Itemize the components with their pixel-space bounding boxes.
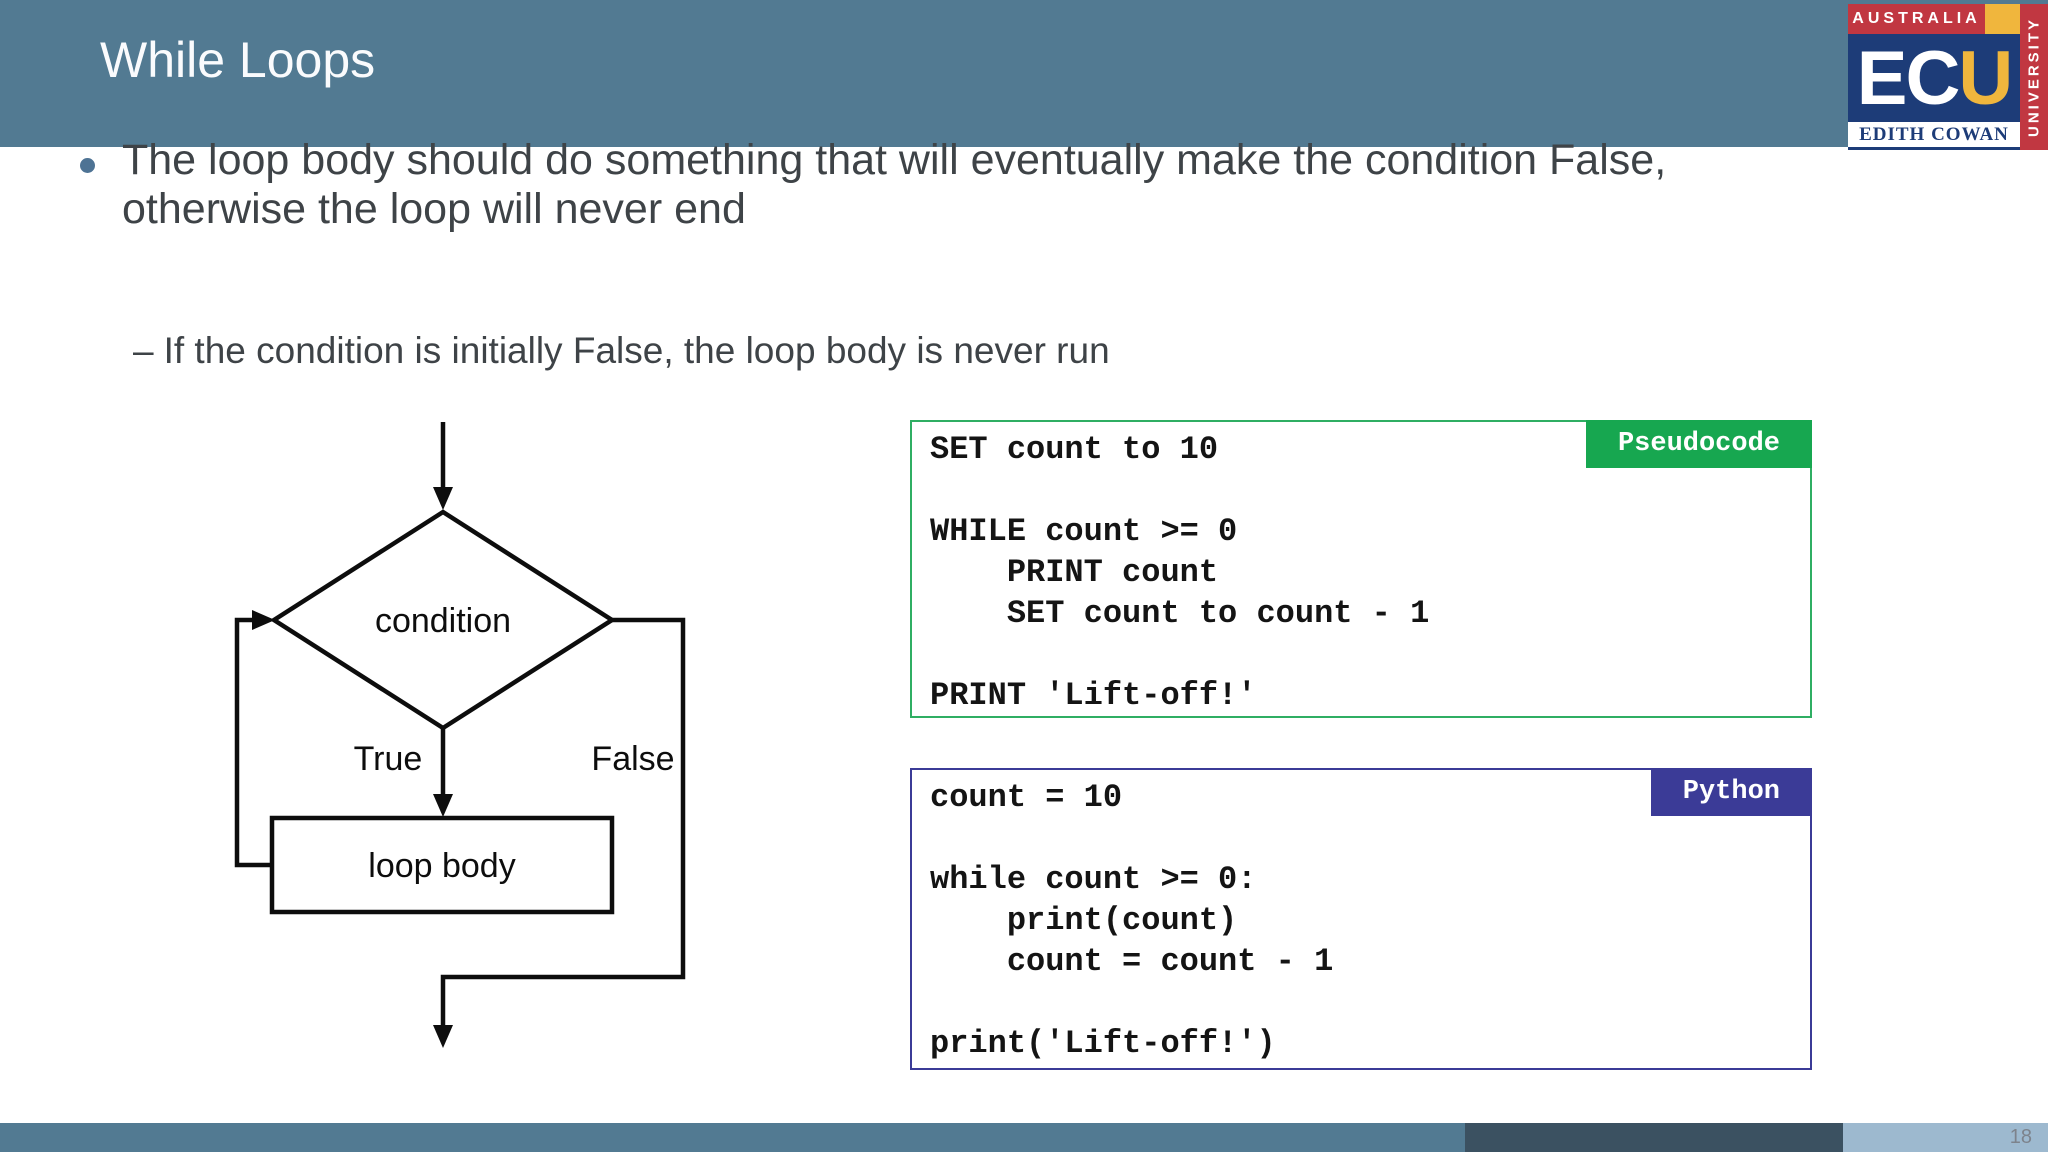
pseudocode-box: SET count to 10 WHILE count >= 0 PRINT c… (910, 420, 1812, 718)
sub-bullet-dash: – (133, 330, 154, 371)
main-bullet: The loop body should do something that w… (122, 136, 2002, 234)
logo-university-bar: UNIVERSITY (2020, 4, 2048, 150)
logo-gold-square (1985, 4, 2020, 34)
false-label: False (591, 740, 674, 778)
pseudocode-badge: Pseudocode (1585, 420, 1812, 468)
page-number: 18 (2009, 1126, 2032, 1148)
logo-acronym-ec: EC (1856, 35, 1961, 121)
sub-bullet-text: If the condition is initially False, the… (163, 330, 1110, 371)
loop-body-box (269, 815, 615, 915)
python-box: count = 10 while count >= 0: print(count… (910, 768, 1812, 1070)
loopback-line (234, 617, 272, 868)
footer-bar: 18 (0, 1123, 2048, 1152)
condition-label: condition (375, 602, 511, 640)
pseudocode-code: SET count to 10 WHILE count >= 0 PRINT c… (930, 431, 1430, 714)
logo-acronym-u: U (1958, 35, 2013, 121)
footer-segment-dark (1465, 1123, 1843, 1152)
main-bullet-line2: otherwise the loop will never end (122, 185, 746, 233)
loopback-arrowhead-icon (252, 610, 275, 630)
footer-segment-left (0, 1123, 1465, 1152)
logo-edith-cowan-label: EDITH COWAN (1848, 122, 2020, 150)
exit-arrowhead-icon (433, 1025, 453, 1048)
python-badge: Python (1650, 768, 1812, 816)
logo-australia-label: AUSTRALIA (1848, 4, 1985, 34)
false-branch-line (440, 617, 686, 1025)
header-bar: While Loops (0, 0, 2048, 147)
while-loop-flowchart: condition True False loop body (234, 422, 686, 1048)
true-arrowhead-icon (433, 794, 453, 817)
footer-segment-light: 18 (1843, 1123, 2048, 1152)
entry-arrowhead-icon (433, 487, 453, 510)
loop-body-label: loop body (368, 847, 515, 885)
main-bullet-line1: The loop body should do something that w… (122, 136, 1667, 184)
bullet-dot (80, 158, 95, 173)
page-title: While Loops (100, 32, 376, 88)
logo-university-label: UNIVERSITY (2025, 16, 2043, 138)
sub-bullet: –If the condition is initially False, th… (133, 330, 1110, 372)
true-label: True (354, 740, 423, 778)
python-code: count = 10 while count >= 0: print(count… (930, 779, 1334, 1062)
